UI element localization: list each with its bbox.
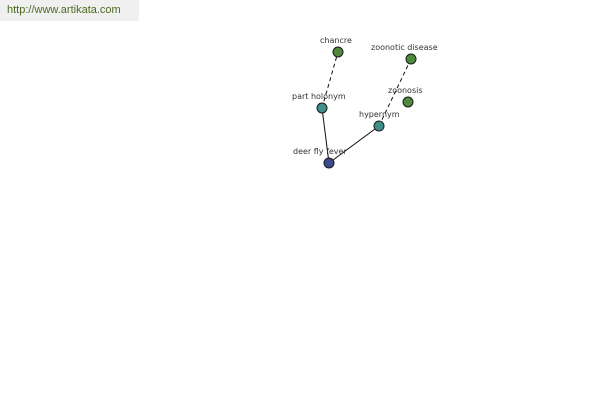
nodes-layer: deer fly fever part holonym hypernym chancr… xyxy=(292,36,438,169)
edge-hypernym-to-zoonotic-disease xyxy=(378,58,412,127)
node-circle-hypernym[interactable] xyxy=(373,120,385,132)
node-label-chancre: chancre xyxy=(320,36,352,45)
node-zoonotic-disease[interactable]: zoonotic disease xyxy=(371,43,438,65)
url-link-text[interactable]: http://www.artikata.com xyxy=(7,4,121,16)
node-circle-zoonotic-disease[interactable] xyxy=(405,53,417,65)
node-circle-deer-fly-fever[interactable] xyxy=(323,157,335,169)
node-label-hypernym: hypernym xyxy=(359,110,400,119)
node-label-zoonotic-disease: zoonotic disease xyxy=(371,43,438,52)
node-part-holonym[interactable]: part holonym xyxy=(292,92,346,114)
node-circle-part-holonym[interactable] xyxy=(316,102,328,114)
node-circle-zoonosis[interactable] xyxy=(402,96,414,108)
node-chancre[interactable]: chancre xyxy=(320,36,352,58)
node-hypernym[interactable]: hypernym xyxy=(359,110,400,132)
edge-part-holonym-to-chancre xyxy=(321,51,339,109)
node-label-zoonosis: zoonosis xyxy=(388,86,423,95)
node-label-part-holonym: part holonym xyxy=(292,92,346,101)
node-zoonosis[interactable]: zoonosis xyxy=(388,86,423,108)
edge-deer-fly-fever-to-part-holonym xyxy=(321,107,330,164)
edges-layer xyxy=(321,51,412,164)
node-deer-fly-fever[interactable]: deer fly fever xyxy=(293,147,347,169)
node-circle-chancre[interactable] xyxy=(332,46,344,58)
url-banner[interactable]: http://www.artikata.com xyxy=(0,0,139,21)
node-label-deer-fly-fever: deer fly fever xyxy=(293,147,347,156)
edge-deer-fly-fever-to-hypernym xyxy=(328,125,380,164)
